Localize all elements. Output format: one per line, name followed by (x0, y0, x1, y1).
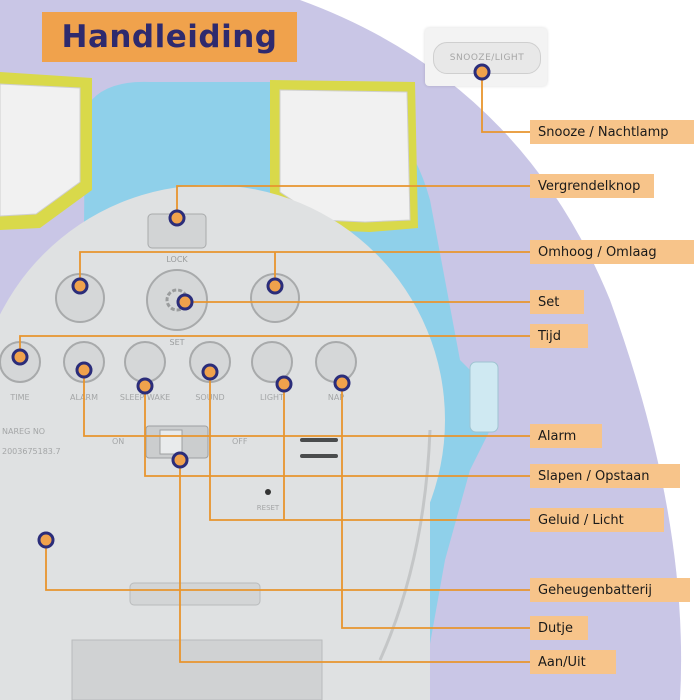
label-snooze-nachtlamp: Snooze / Nachtlamp (530, 120, 694, 144)
marker-set (176, 293, 194, 311)
marker-lock (168, 209, 186, 227)
reset-hole (265, 489, 271, 495)
reset-text: RESET (257, 504, 280, 512)
time-button-text: TIME (9, 393, 29, 402)
light-button-text: LIGHT (260, 393, 284, 402)
leader-line-sleep-wake (144, 386, 530, 477)
leader-line-up-down (79, 251, 530, 286)
leader-line-power (179, 460, 530, 663)
label-omhoog-omlaag: Omhoog / Omlaag (530, 240, 694, 264)
reg-number-text: NAREG NO (2, 427, 45, 436)
set-button-text: SET (169, 338, 184, 347)
label-geheugenbatterij: Geheugenbatterij (530, 578, 690, 602)
leader-line-time (19, 335, 530, 357)
leader-line-lock (176, 185, 530, 218)
battery-hatch (129, 582, 261, 606)
bottom-tab (71, 639, 323, 700)
leader-line-nap (341, 383, 530, 629)
marker-sound (201, 363, 219, 381)
right-ear-panel (279, 89, 411, 223)
lock-button-text: LOCK (166, 255, 188, 264)
left-ear-panel (0, 83, 81, 217)
marker-sleep-wake (136, 377, 154, 395)
leader-line-battery (45, 540, 530, 591)
speaker-slot-bottom (300, 454, 338, 458)
leader-line-snooze (481, 72, 530, 133)
marker-down (266, 277, 284, 295)
marker-time (11, 348, 29, 366)
label-tijd: Tijd (530, 324, 588, 348)
label-slapen-opstaan: Slapen / Opstaan (530, 464, 680, 488)
marker-nap (333, 374, 351, 392)
leader-line-sound (209, 372, 530, 521)
switch-off-text: OFF (232, 437, 248, 446)
marker-light (275, 375, 293, 393)
marker-alarm (75, 361, 93, 379)
label-alarm: Alarm (530, 424, 602, 448)
nap-button-text: NAP (328, 393, 344, 402)
page-title: Handleiding (61, 19, 278, 55)
serial-number-text: 2003675183.7 (2, 447, 61, 456)
marker-power (171, 451, 189, 469)
switch-on-text: ON (112, 437, 124, 446)
snooze-light-text: SNOOZE/LIGHT (449, 53, 525, 63)
marker-up (71, 277, 89, 295)
device-side-knob (469, 361, 499, 433)
label-geluid-licht: Geluid / Licht (530, 508, 664, 532)
leader-line-alarm (83, 370, 530, 437)
label-set: Set (530, 290, 584, 314)
marker-snooze (473, 63, 491, 81)
label-aan-uit: Aan/Uit (530, 650, 616, 674)
speaker-slot-top (300, 438, 338, 442)
label-dutje: Dutje (530, 616, 588, 640)
device-face-edge (378, 429, 432, 661)
light-button (251, 341, 293, 383)
marker-battery (37, 531, 55, 549)
title-banner: Handleiding (42, 12, 297, 62)
label-vergrendelknop: Vergrendelknop (530, 174, 654, 198)
